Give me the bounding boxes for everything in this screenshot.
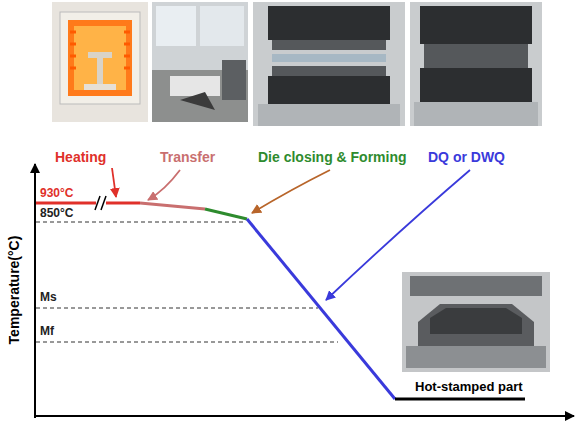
phase-temperature: Mf xyxy=(40,325,54,338)
reference-lines xyxy=(36,222,338,342)
temperature-value: 930°C xyxy=(40,187,74,200)
stage-label: Die closing & Forming xyxy=(258,150,407,165)
die-photo xyxy=(253,2,405,126)
furnace-photo xyxy=(52,2,148,122)
phase-temperature: Ms xyxy=(40,291,57,304)
stage-label: Heating xyxy=(55,150,106,165)
temperature-curve xyxy=(36,203,525,399)
leader-arrows xyxy=(112,168,470,300)
transfer-photo xyxy=(152,2,248,122)
die-closed-photo xyxy=(410,2,542,126)
break-mark xyxy=(95,196,106,210)
hot-stamped-part-photo xyxy=(402,272,550,372)
part-label: Hot-stamped part xyxy=(415,380,523,394)
stage-label: DQ or DWQ xyxy=(428,150,505,165)
stage-label: Transfer xyxy=(160,150,215,165)
temperature-value: 850°C xyxy=(40,207,74,220)
axis-title: Temperature(°C) xyxy=(7,236,22,345)
axes xyxy=(35,164,574,418)
